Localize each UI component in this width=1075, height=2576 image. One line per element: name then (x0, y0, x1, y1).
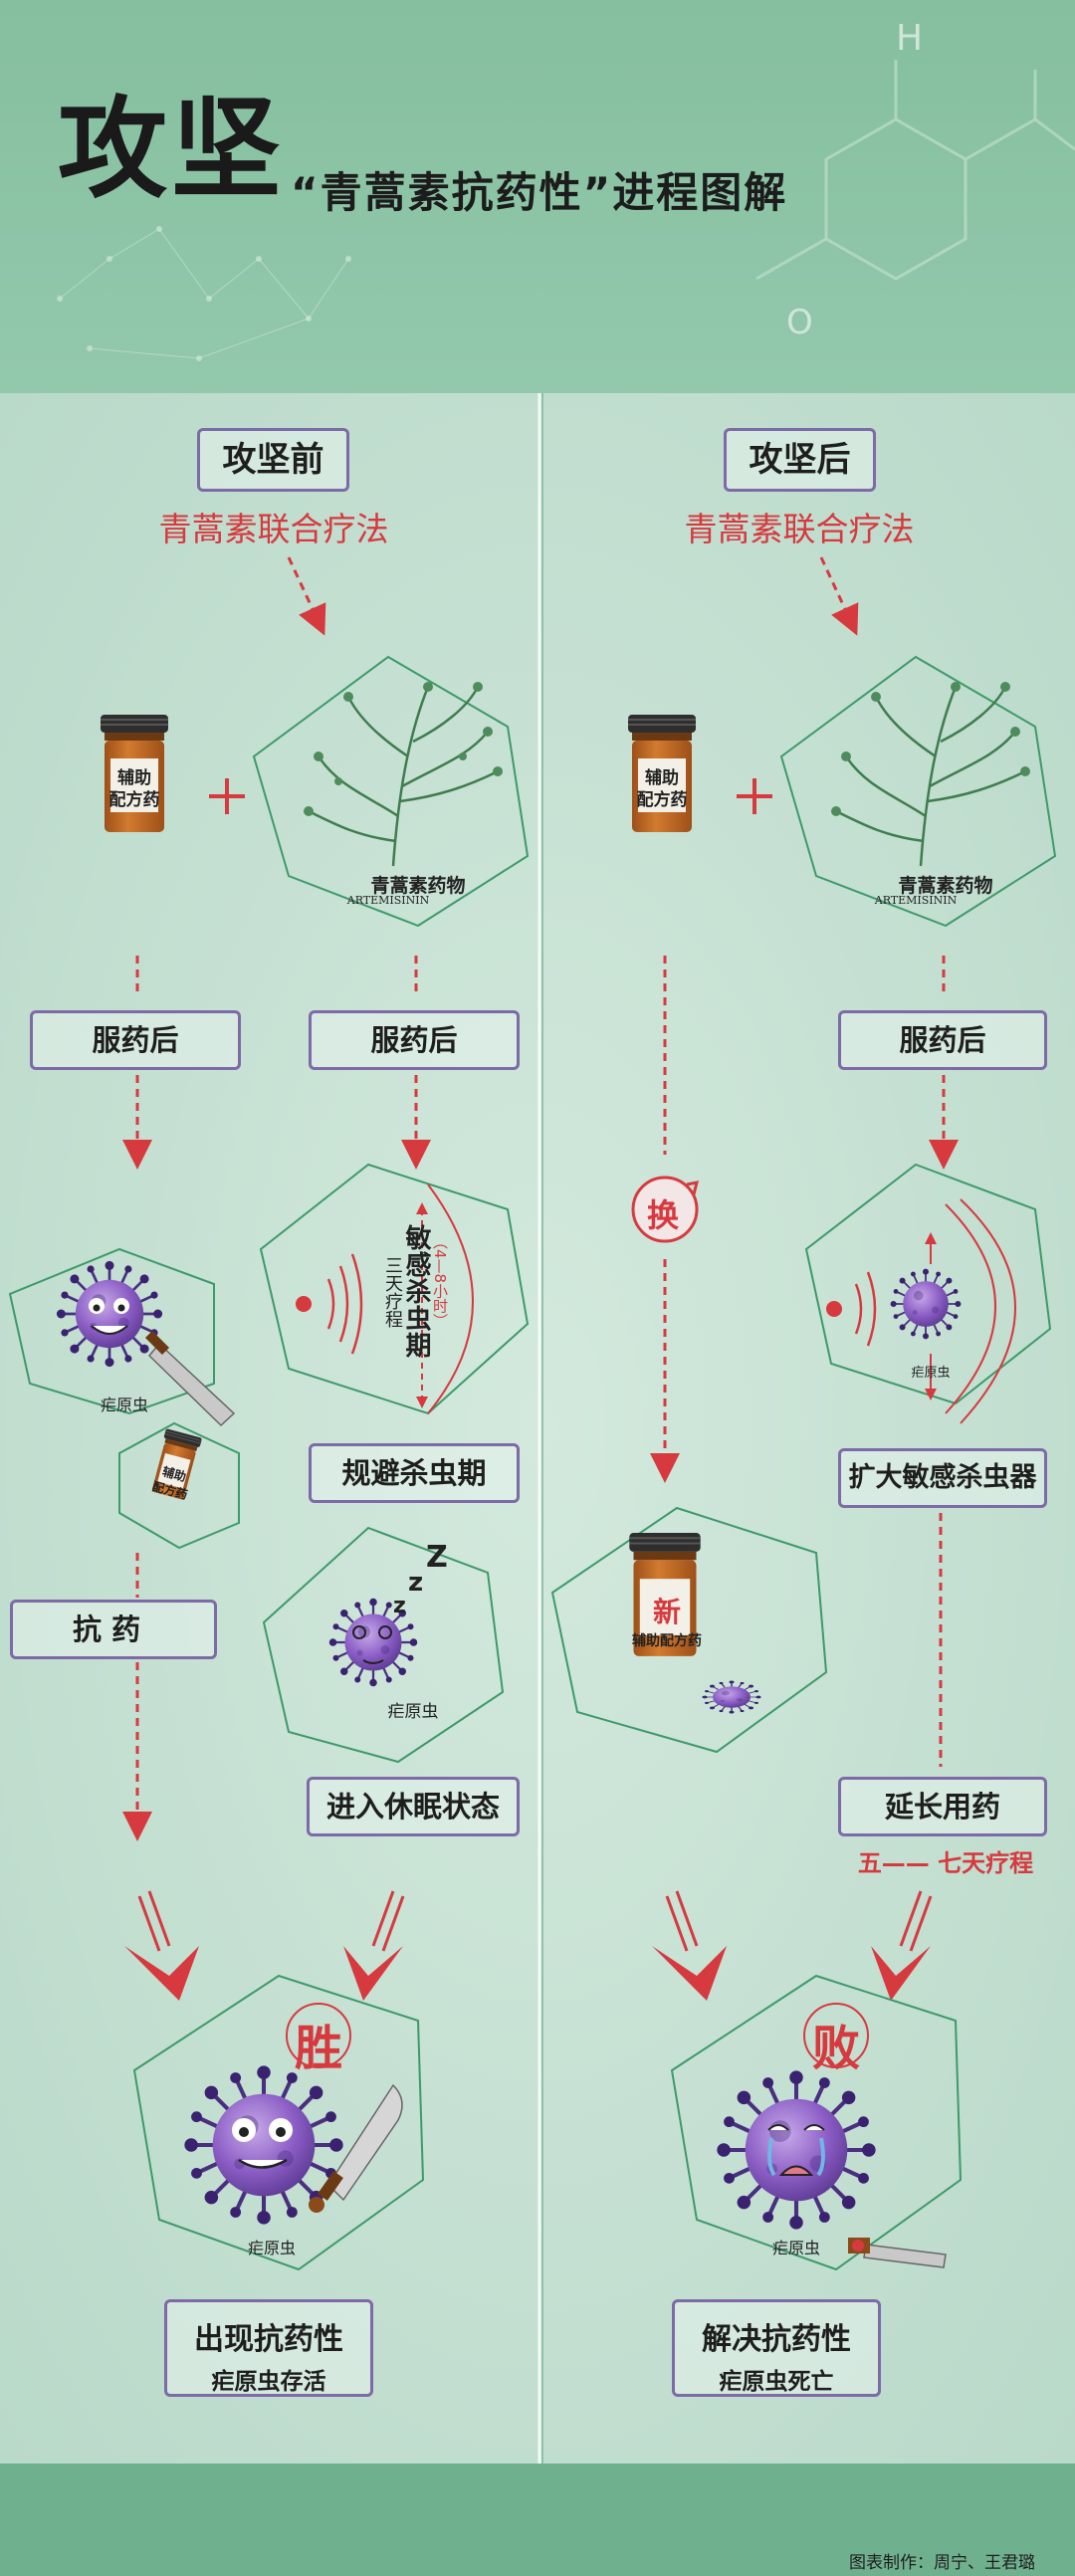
left-after-med-box-2: 服药后 (309, 1010, 520, 1070)
right-big-parasite-label: 疟原虫 (771, 2239, 820, 2257)
svg-text:O: O (786, 303, 813, 342)
left-after-med-box-1: 服药后 (30, 1010, 241, 1070)
left-result-sub: 疟原虫存活 (211, 2369, 326, 2395)
left-therapy-label: 青蒿素联合疗法 (158, 510, 389, 548)
right-aux-drug-bottle: 辅助 配方药 (628, 756, 696, 812)
sensitive-period-label: 敏感杀虫期 (401, 1224, 431, 1359)
left-aux-drug-label-2: 配方药 (108, 790, 160, 810)
right-parasite-label: 疟原虫 (911, 1366, 951, 1381)
right-result-sub: 疟原虫死亡 (719, 2369, 834, 2395)
right-therapy-label: 青蒿素联合疗法 (684, 510, 915, 548)
svg-text:Z: Z (426, 1540, 448, 1575)
hours-label: （4—8小时） (431, 1234, 449, 1329)
left-parasite-label: 疟原虫 (100, 1395, 148, 1414)
left-herb-label: 青蒿素药物 (370, 875, 466, 897)
right-aux-drug-label-2: 配方药 (636, 790, 688, 810)
left-result-box: 出现抗药性 疟原虫存活 (164, 2299, 373, 2397)
right-result-title: 解决抗药性 (702, 2322, 851, 2357)
sleep-parasite-label: 疟原虫 (387, 1702, 439, 1722)
three-day-course-label: 三天疗程 (382, 1256, 403, 1328)
dormant-state-box: 进入休眠状态 (307, 1777, 520, 1836)
right-herb-latin: ARTEMISININ (874, 894, 958, 907)
swap-char: 换 (647, 1196, 680, 1234)
right-aux-drug-label-1: 辅助 (645, 768, 679, 788)
avoid-kill-period-box: 规避杀虫期 (309, 1443, 520, 1503)
win-char: 胜 (295, 2021, 343, 2076)
lose-char: 败 (812, 2021, 861, 2076)
left-result-title: 出现抗药性 (194, 2322, 343, 2357)
new-drug-label-wrap: 新 辅助配方药 (627, 1591, 707, 1650)
right-result-box: 解决抗药性 疟原虫死亡 (672, 2299, 881, 2397)
svg-text:z: z (408, 1568, 423, 1598)
left-aux-drug-bottle: 辅助 配方药 (101, 756, 168, 812)
resist-drug-box: 抗 药 (10, 1600, 217, 1659)
new-char: 新 (652, 1596, 681, 1628)
footer-credit: 图表制作：周宁、王君璐 (849, 2553, 1035, 2573)
extend-medication-box: 延长用药 (838, 1777, 1047, 1836)
left-aux-drug-label-1: 辅助 (117, 768, 151, 788)
left-big-parasite-label: 疟原虫 (247, 2239, 296, 2257)
expand-kill-box: 扩大敏感杀虫器 (838, 1448, 1047, 1508)
left-heading-box: 攻坚前 (197, 428, 349, 492)
page-title: “青蒿素抗药性”进程图解 (291, 168, 788, 217)
left-herb-latin: ARTEMISININ (346, 894, 430, 907)
extend-course-label: 五—— 七天疗程 (857, 1849, 1034, 1877)
right-heading-box: 攻坚后 (724, 428, 876, 492)
svg-text:z: z (393, 1594, 406, 1618)
right-after-med-box: 服药后 (838, 1010, 1047, 1070)
right-herb-label: 青蒿素药物 (898, 875, 993, 897)
svg-text:H: H (896, 18, 923, 59)
header-calligraphy: 攻坚 (58, 85, 285, 213)
new-drug-label: 辅助配方药 (632, 1633, 702, 1649)
